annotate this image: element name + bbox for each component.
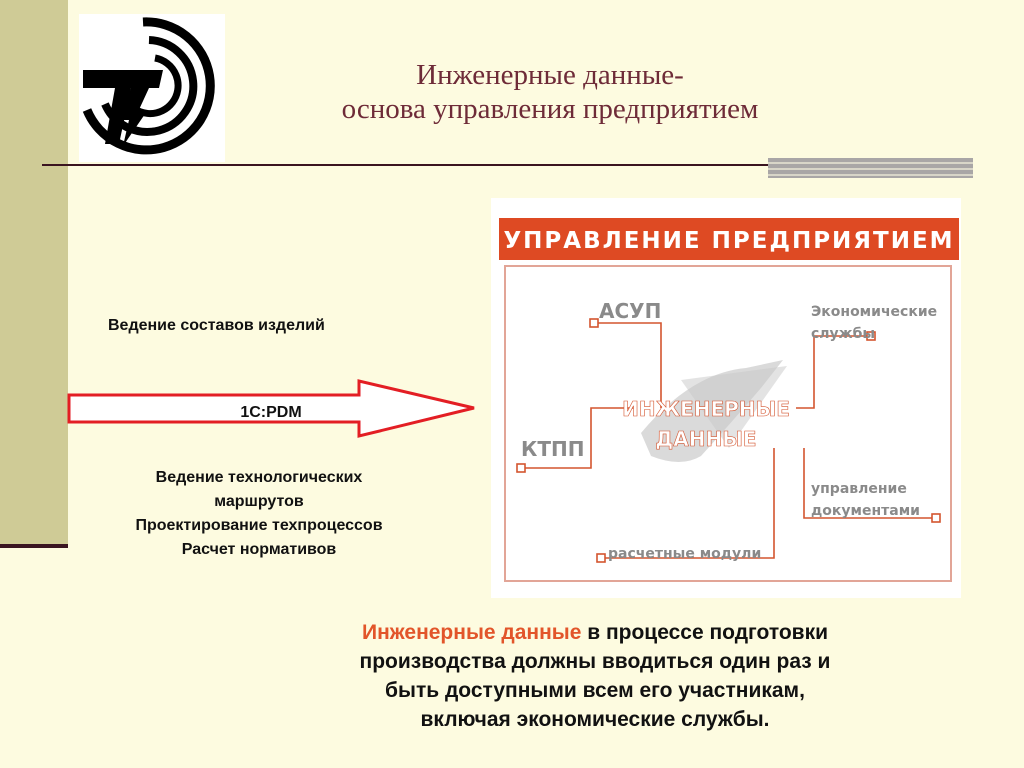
- summary-text: Инженерные данные в процессе подготовки …: [290, 618, 900, 734]
- econ-services-line-1: Экономические: [811, 304, 937, 320]
- enterprise-diagram: УПРАВЛЕНИЕ ПРЕДПРИЯТИЕМ АСУП Экономическ…: [491, 198, 961, 598]
- title-line-1: Инженерные данные-: [416, 59, 684, 91]
- tech-line: Ведение технологических: [155, 469, 363, 486]
- tech-line: маршрутов: [214, 493, 304, 510]
- title-divider-accent: [768, 158, 973, 178]
- econ-services-line-2: службы: [811, 326, 875, 342]
- tech-functions-list: Ведение технологических маршрутов Проект…: [86, 466, 432, 562]
- summary-line-1: Инженерные данные в процессе подготовки: [290, 618, 900, 647]
- company-logo: [79, 14, 225, 162]
- diagram-header: УПРАВЛЕНИЕ ПРЕДПРИЯТИЕМ: [503, 228, 954, 254]
- doc-management-line-2: документами: [811, 503, 920, 519]
- tech-line: Расчет нормативов: [181, 541, 337, 558]
- summary-line-2: производства должны вводиться один раз и: [359, 650, 831, 673]
- slide-title: Инженерные данные- основа управления пре…: [240, 58, 860, 126]
- summary-line-1-rest: в процессе подготовки: [581, 621, 828, 644]
- title-divider: [42, 164, 972, 166]
- side-decor-line: [0, 544, 68, 548]
- highlighted-term: Инженерные данные: [362, 621, 582, 644]
- diagram-header-bar: [499, 218, 959, 260]
- bom-label: Ведение составов изделий: [108, 317, 325, 334]
- title-line-2: основа управления предприятием: [341, 93, 759, 125]
- pdm-arrow: 1С:PDM: [66, 378, 478, 445]
- center-label-line-2: ДАННЫЕ: [655, 427, 756, 451]
- side-decor-bar: [0, 0, 68, 545]
- center-label-line-1: ИНЖЕНЕРНЫЕ: [622, 397, 790, 421]
- summary-line-4: включая экономические службы.: [420, 708, 770, 731]
- pdm-label: 1С:PDM: [240, 404, 302, 421]
- asup-label: АСУП: [599, 299, 661, 323]
- calc-modules-label: расчетные модули: [608, 546, 761, 562]
- tech-line: Проектирование техпроцессов: [135, 517, 383, 534]
- summary-line-3: быть доступными всем его участникам,: [385, 679, 805, 702]
- ktpp-label: КТПП: [521, 437, 584, 461]
- doc-management-line-1: управление: [811, 481, 907, 497]
